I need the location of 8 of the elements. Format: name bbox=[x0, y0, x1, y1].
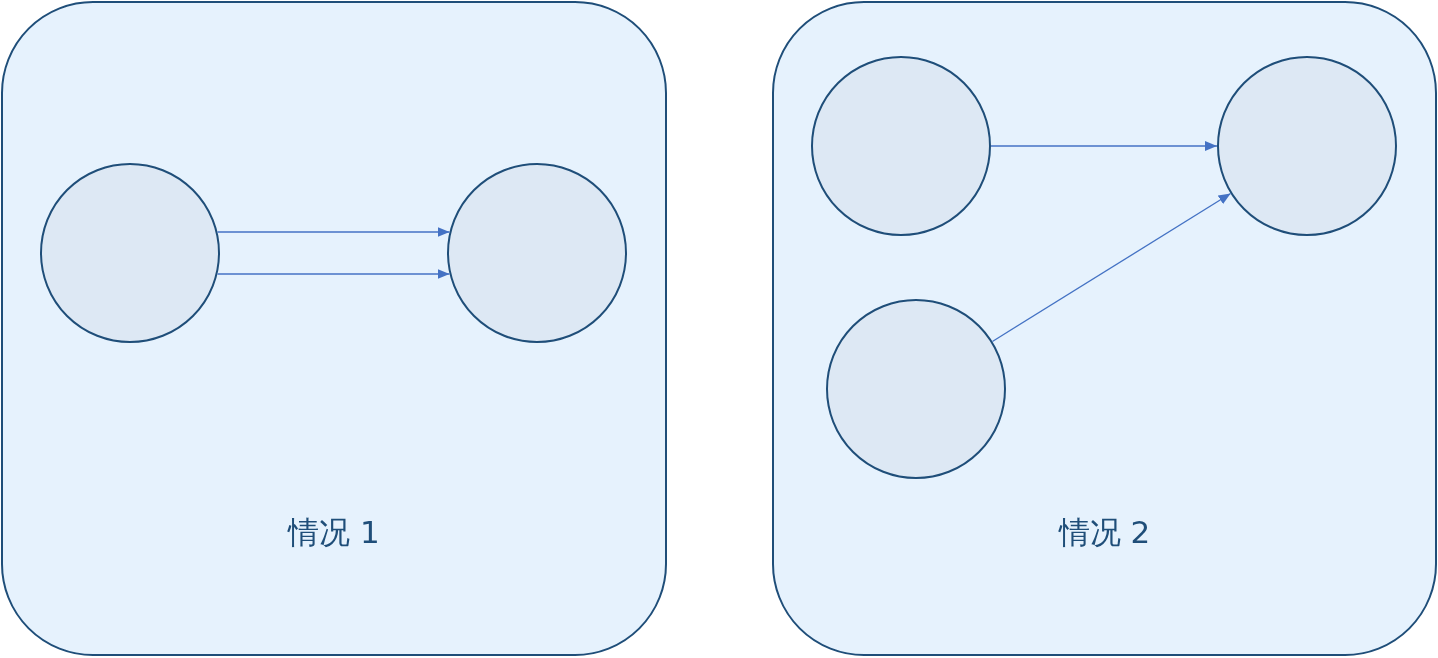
panel bbox=[772, 1, 1437, 656]
arrow bbox=[990, 141, 1218, 151]
arrow bbox=[991, 192, 1232, 343]
arrow bbox=[216, 227, 451, 237]
arrow bbox=[216, 269, 451, 279]
panel-label: 情况 2 bbox=[1058, 514, 1151, 550]
panel bbox=[1, 1, 667, 656]
panel-label: 情况 1 bbox=[288, 514, 380, 550]
